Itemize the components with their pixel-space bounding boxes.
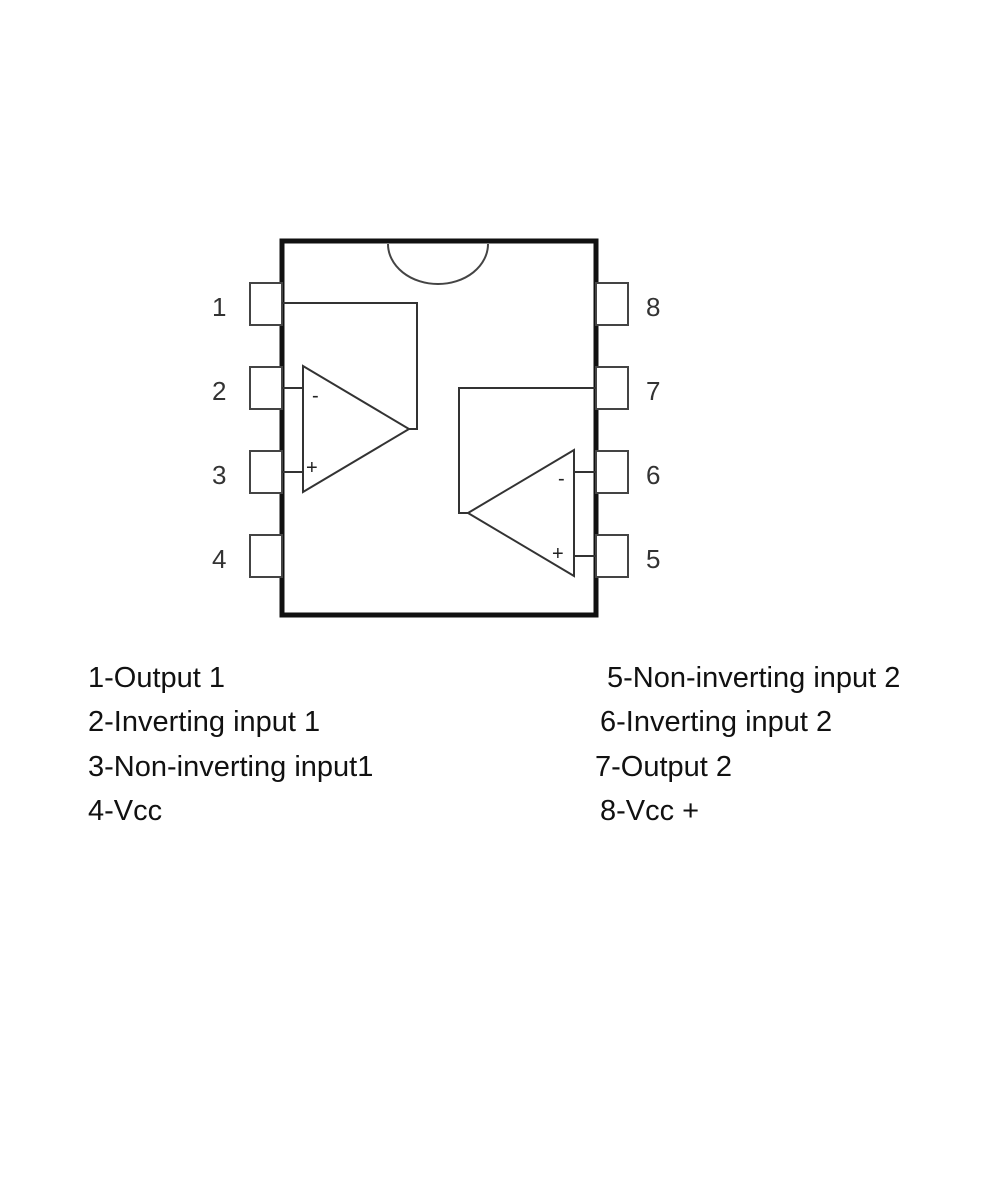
- legend-pin-2: 2-Inverting input 1: [88, 706, 321, 738]
- opamp-a-output-wire: [282, 302, 418, 430]
- pin-4: [249, 534, 283, 578]
- opamp-b: - +: [458, 387, 596, 578]
- pin-number-2: 2: [212, 376, 226, 406]
- legend-pin-8: 8-Vcc +: [600, 795, 700, 827]
- orientation-notch: [387, 243, 489, 285]
- opamp-b-output-wire: [458, 387, 596, 514]
- pin-number-5: 5: [646, 544, 660, 574]
- pin-number-8: 8: [646, 292, 660, 322]
- opamp-a-triangle: [302, 364, 411, 494]
- pin-number-4: 4: [212, 544, 226, 574]
- opamp-b-triangle: [466, 448, 575, 578]
- opamp-a: - +: [282, 302, 418, 494]
- pin-6: [595, 450, 629, 494]
- pin-5: [595, 534, 629, 578]
- pin-number-3: 3: [212, 460, 226, 490]
- ic-pinout-diagram: 1 2 3 4 5 6 7 8 - + - +: [212, 238, 660, 618]
- pin-number-6: 6: [646, 460, 660, 490]
- legend-pin-6: 6-Inverting input 2: [600, 706, 833, 738]
- pin-number-7: 7: [646, 376, 660, 406]
- pin-2: [249, 366, 283, 410]
- pin-3: [249, 450, 283, 494]
- pin-7: [595, 366, 629, 410]
- opamp-b-plus-sign: +: [552, 543, 564, 565]
- opamp-a-minus-sign: -: [312, 385, 319, 407]
- legend-pin-7: 7-Output 2: [595, 751, 733, 783]
- opamp-a-plus-sign: +: [306, 457, 318, 479]
- pin-8: [595, 282, 629, 326]
- opamp-b-minus-sign: -: [558, 468, 565, 490]
- legend-pin-1: 1-Output 1: [88, 662, 226, 694]
- pin-1: [249, 282, 283, 326]
- legend-pin-4: 4-Vcc: [88, 795, 163, 827]
- legend-pin-3: 3-Non-inverting input1: [88, 751, 374, 783]
- legend-pin-5: 5-Non-inverting input 2: [607, 662, 901, 694]
- pin-number-1: 1: [212, 292, 226, 322]
